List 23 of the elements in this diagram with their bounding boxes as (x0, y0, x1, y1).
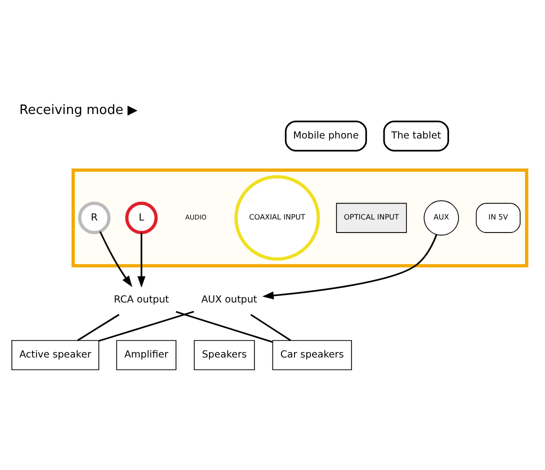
connector (250, 314, 292, 342)
connector (176, 311, 273, 343)
node-box: Car speakers (272, 340, 352, 370)
arrow (137, 232, 146, 288)
node-circle: COAXIAL INPUT (234, 175, 320, 261)
node-box: The tablet (383, 120, 450, 152)
node-box: Active speaker (11, 340, 100, 370)
node-circle: AUX (424, 200, 459, 236)
node-circle: L (125, 202, 158, 234)
node-box: IN 5V (476, 202, 521, 233)
node-circle: R (78, 202, 111, 234)
node-box: Amplifier (116, 340, 176, 370)
arrow (99, 231, 132, 288)
diagram-title: Receiving mode ▶ (19, 102, 138, 118)
node-text: RCA output (114, 294, 169, 306)
node-text: AUX output (201, 294, 258, 306)
connector (77, 314, 120, 342)
node-box: Speakers (194, 340, 255, 370)
cluster (72, 168, 528, 268)
arrow (262, 234, 438, 300)
connector (98, 310, 194, 342)
node-box: OPTICAL INPUT (336, 202, 407, 233)
node-box: Mobile phone (284, 120, 367, 152)
